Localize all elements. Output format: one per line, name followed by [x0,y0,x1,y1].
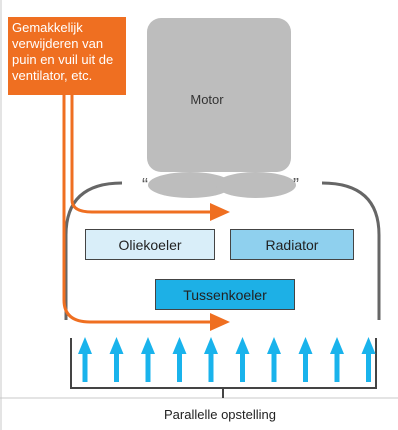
fan-arrow-shaft [82,352,88,382]
caption: Parallelle opstelling [163,407,276,422]
fan-arrow-shaft [208,352,214,382]
fan-arrow-head [141,337,155,354]
fan-arrows [78,337,376,382]
motor-shape [147,18,296,198]
fan-arrow-head [109,337,124,354]
flow-arrowhead-upper [210,203,230,221]
fan-arrow-shaft [114,352,119,382]
housing-mark-left: “ [142,175,148,195]
debris-flow-arrows [62,95,230,331]
radiator-box: Radiator [230,229,354,260]
fan-arrow-shaft [240,352,245,382]
motor-label: Motor [190,92,224,107]
flow-line-upper [70,199,212,214]
flow-arrowhead-lower [210,313,230,331]
fan-arrow-shaft [366,352,371,382]
radiator-label: Radiator [265,236,319,253]
fan-arrow-head [330,337,344,354]
fan-arrow-shaft [334,352,340,382]
intercooler-label: Tussenkoeler [183,286,267,303]
intercooler-box: Tussenkoeler [155,279,295,310]
fan-arrow-shaft [271,352,277,382]
fan-arrow-head [235,337,250,354]
housing-mark-right: ” [293,175,299,195]
fan-arrow-head [267,337,281,354]
fan-arrow-head [361,337,376,354]
housing-left [64,181,123,320]
fan-arrow-head [78,337,92,354]
housing-right [321,181,381,320]
callout-box: Gemakkelijk verwijderen van puin en vuil… [8,17,126,95]
fan-arrow-head [172,337,187,354]
fan-arrow-head [204,337,218,354]
fan-arrow-head [298,337,313,354]
oil-cooler-box: Oliekoeler [85,229,215,260]
fan-arrow-shaft [145,352,151,382]
fan-arrow-shaft [303,352,308,382]
oil-cooler-label: Oliekoeler [118,236,182,253]
flow-line-lower [62,299,212,324]
fan-arrow-shaft [177,352,182,382]
